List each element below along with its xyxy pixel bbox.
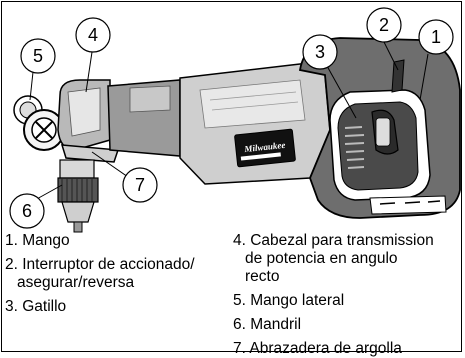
gear-housing [107,79,198,157]
legend-item-2-cont: asegurar/reversa [17,274,135,291]
legend-item-6: 6. Mandril [233,316,302,333]
svg-text:7: 7 [135,175,145,195]
brand-logo: Milwaukee [243,140,286,154]
svg-text:6: 6 [22,201,32,221]
rear-handle [298,37,461,219]
legend-right: 4. Cabezal para transmission de potencia… [233,232,434,358]
legend-item-2: 2. Interruptor de accionado/ [5,256,195,273]
chuck [57,159,99,233]
svg-text:5: 5 [33,46,43,66]
callout-1: 1 [418,19,454,55]
legend-item-1: 1. Mango [5,232,70,249]
callout-3: 3 [302,34,338,70]
side-handle [13,95,65,151]
callout-5: 5 [20,38,56,74]
callout-4: 4 [75,17,111,53]
svg-text:1: 1 [431,27,441,47]
legend-item-4-cont2: recto [245,268,280,285]
callout-6: 6 [9,193,45,229]
callout-2: 2 [366,7,402,43]
leader-lines [29,41,429,201]
legend-item-4: 4. Cabezal para transmission [233,232,434,249]
switch-part [391,59,405,93]
ring-clamp [60,144,120,163]
svg-text:4: 4 [88,25,98,45]
motor-body: Milwaukee [179,62,331,185]
svg-text:2: 2 [379,15,389,35]
legend-left: 1. Mango 2. Interruptor de accionado/ as… [5,232,195,316]
legend-item-4-cont1: de potencia en angulo [245,250,398,267]
svg-text:3: 3 [315,42,325,62]
legend-item-5: 5. Mango lateral [233,292,345,309]
legend-item-7: 7. Abrazadera de argolla [233,340,402,357]
legend-item-3: 3. Gatillo [5,298,67,315]
callout-7: 7 [122,167,158,203]
